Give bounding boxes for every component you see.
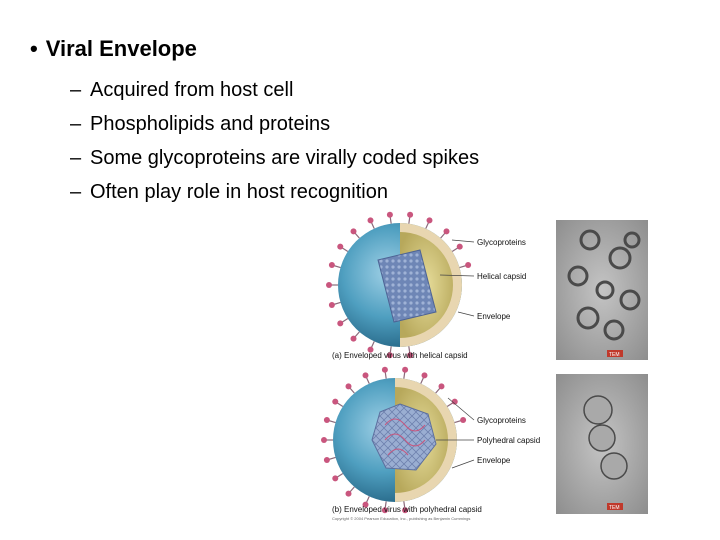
spike-head [346,491,352,497]
panel-b-micrograph: TEM [556,374,648,514]
spike-head [465,262,471,268]
panel-a-virus-illustration [326,212,471,359]
spike-head [337,320,343,326]
tem-label-a: TEM [609,352,620,358]
spike-head [321,437,327,443]
caption-a: (a) Enveloped virus with helical capsid [332,351,468,360]
spike-head [324,417,330,423]
spike-head [326,282,332,288]
spike-head [329,262,335,268]
spike-head [368,217,374,223]
spike-head [382,367,388,373]
spike-head [346,383,352,389]
spike-head [351,336,357,342]
spike-head [421,372,427,378]
spike-head [407,212,413,218]
spike-head [457,244,463,250]
spike-head [438,383,444,389]
panel-a-micrograph: TEM [556,220,648,360]
label-glycoproteins-a: Glycoproteins [477,238,526,247]
spike-head [443,228,449,234]
spike-head [402,367,408,373]
spike-head [363,372,369,378]
spike-head [332,475,338,481]
label-envelope-a: Envelope [477,312,511,321]
spike-head [460,417,466,423]
label-polyhedral-capsid: Polyhedral capsid [477,436,540,445]
label-envelope-b: Envelope [477,456,511,465]
label-glycoproteins-b: Glycoproteins [477,416,526,425]
spike-head [332,399,338,405]
spike-head [337,244,343,250]
spike-head [426,217,432,223]
spike-head [351,228,357,234]
spike-head [324,457,330,463]
tem-label-b: TEM [609,505,620,511]
spike-head [329,302,335,308]
virion [584,396,612,424]
virion [589,425,615,451]
virion [601,453,627,479]
caption-b: (b) Enveloped virus with polyhedral caps… [332,505,482,514]
label-helical-capsid: Helical capsid [477,272,526,281]
spike-head [387,212,393,218]
copyright-line: Copyright © 2004 Pearson Education, Inc.… [332,516,470,521]
